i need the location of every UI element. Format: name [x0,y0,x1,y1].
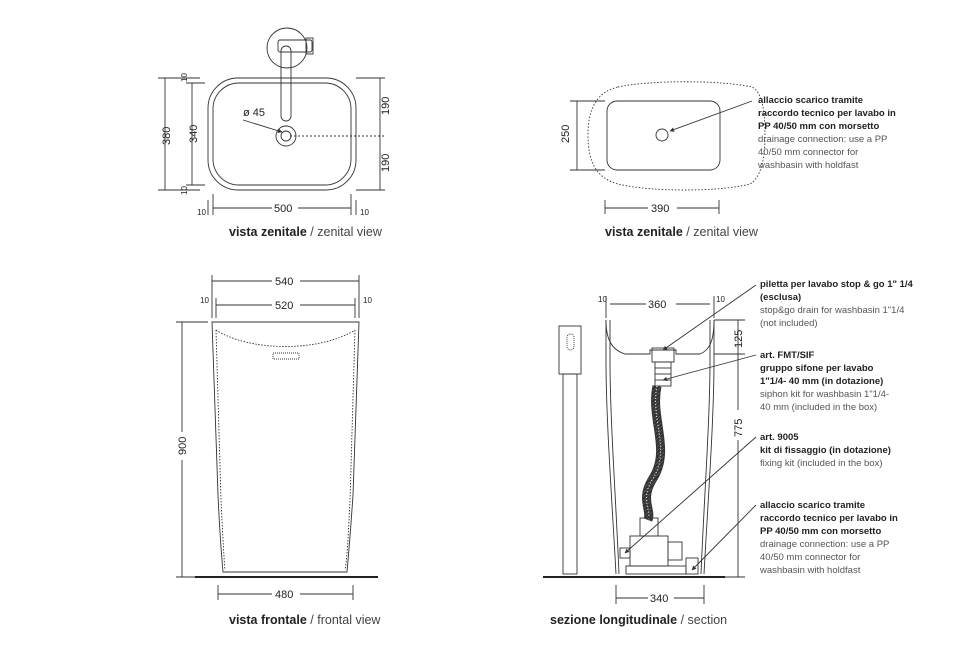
basin-bowl-line [215,329,356,347]
svg-text:40/50 mm connector for: 40/50 mm connector for [760,552,860,563]
dim-width: 390 [651,203,669,215]
dim-outer-width: 540 [275,276,293,288]
faucet-handle [305,37,314,55]
dim-edge-bottom: 10 [180,186,189,195]
drain-hole [655,128,669,142]
note-siphon-kit: art. FMT/SIF gruppo sifone per lavabo 1"… [760,350,889,413]
dim-top-width: 360 [648,299,666,311]
svg-text:washbasin with holdfast: washbasin with holdfast [757,160,859,171]
svg-text:gruppo sifone per lavabo: gruppo sifone per lavabo [760,363,874,374]
dim-upper: 125 [733,330,745,348]
svg-text:40/50 mm connector for: 40/50 mm connector for [758,147,858,158]
caption-top-left: vista zenitale / zenital view [229,225,383,239]
svg-text:(not included): (not included) [760,318,818,329]
faucet-wall-flange [266,27,308,69]
svg-text:siphon kit for washbasin 1"1/4: siphon kit for washbasin 1"1/4- [760,389,889,400]
svg-text:drainage connection: use a PP: drainage connection: use a PP [758,134,887,145]
caption-top-right: vista zenitale / zenital view [605,225,759,239]
svg-text:piletta per lavabo stop & go 1: piletta per lavabo stop & go 1" 1/4 [760,279,914,290]
basin-inner-rim [212,82,352,186]
note-stop-go-drain: piletta per lavabo stop & go 1" 1/4 (esc… [760,279,914,329]
drain-connection [625,565,687,575]
view-top-left: ø 45 380 340 10 10 190 190 500 10 10 vis… [158,27,392,239]
view-top-right: 250 390 allaccio scarico tramite raccord… [560,81,896,239]
svg-text:40 mm (included in the box): 40 mm (included in the box) [760,402,877,413]
caption-front: vista frontale / frontal view [229,613,381,627]
pedestal-wall-right [703,320,715,575]
dim-base-width: 480 [275,589,293,601]
basin-bowl-section [605,319,715,355]
svg-text:raccordo tecnico per lavabo in: raccordo tecnico per lavabo in [760,513,898,524]
dim-edge-right: 10 [716,295,725,304]
svg-text:art. FMT/SIF: art. FMT/SIF [760,350,815,361]
dim-half-top: 190 [380,97,392,115]
note-drainage-connection: allaccio scarico tramite raccordo tecnic… [759,500,898,576]
dim-height: 900 [177,437,189,455]
view-front: 540 520 10 10 900 480 vista frontale / f… [176,275,381,627]
svg-text:drainage connection: use a PP: drainage connection: use a PP [760,539,889,550]
dim-edge-left: 10 [197,208,206,217]
svg-text:stop&go drain for washbasin 1": stop&go drain for washbasin 1"1/4 [760,305,904,316]
dim-base-width: 340 [650,593,668,605]
drain-hole [275,125,297,147]
svg-text:allaccio scarico tramite: allaccio scarico tramite [760,500,865,511]
drain-outline [272,352,300,360]
svg-text:PP 40/50 mm con morsetto: PP 40/50 mm con morsetto [758,121,879,132]
dim-inner-depth: 340 [188,125,200,143]
dim-hole-diameter: ø 45 [243,107,265,119]
faucet-body [277,39,313,53]
svg-text:allaccio scarico tramite: allaccio scarico tramite [758,95,863,106]
dim-edge-right: 10 [363,296,372,305]
dim-half-bottom: 190 [380,154,392,172]
pedestal-outline [211,321,360,573]
basin-outline-dotted [587,81,766,191]
fixing-kit [619,547,631,559]
siphon-bottle [639,517,659,537]
note-leader [669,100,753,132]
view-section: 360 10 10 125 775 340 piletta per lavabo… [543,265,914,627]
caption-section: sezione longitudinale / section [550,613,727,627]
note-fixing-kit: art. 9005 kit di fissaggio (in dotazione… [760,432,891,469]
dim-depth: 250 [560,125,572,143]
basin-inner [606,100,721,171]
svg-text:(esclusa): (esclusa) [760,292,801,303]
dim-edge-right: 10 [360,208,369,217]
dim-edge-left: 10 [200,296,209,305]
svg-text:washbasin with holdfast: washbasin with holdfast [759,565,861,576]
svg-text:raccordo tecnico per lavabo in: raccordo tecnico per lavabo in [758,108,896,119]
pedestal-wall-left [605,320,617,575]
drain-inner [280,130,292,142]
dim-lower: 775 [733,419,745,437]
svg-text:fixing kit (included in the bo: fixing kit (included in the box) [760,458,883,469]
svg-text:kit di fissaggio (in dotazione: kit di fissaggio (in dotazione) [760,445,891,456]
svg-text:PP 40/50 mm con morsetto: PP 40/50 mm con morsetto [760,526,881,537]
svg-text:art. 9005: art. 9005 [760,432,799,443]
dim-inner-width: 520 [275,300,293,312]
siphon-body [629,535,669,567]
basin-outer-rim [207,77,357,191]
faucet-tube [562,373,578,575]
dim-edge-top: 10 [180,73,189,82]
dim-width: 500 [274,203,292,215]
faucet-spout [280,45,292,122]
note-drainage: allaccio scarico tramite raccordo tecnic… [757,95,896,171]
dim-edge: 10 [598,295,607,304]
svg-text:1"1/4- 40 mm (in dotazione): 1"1/4- 40 mm (in dotazione) [760,376,883,387]
dim-total-depth: 380 [161,127,173,145]
